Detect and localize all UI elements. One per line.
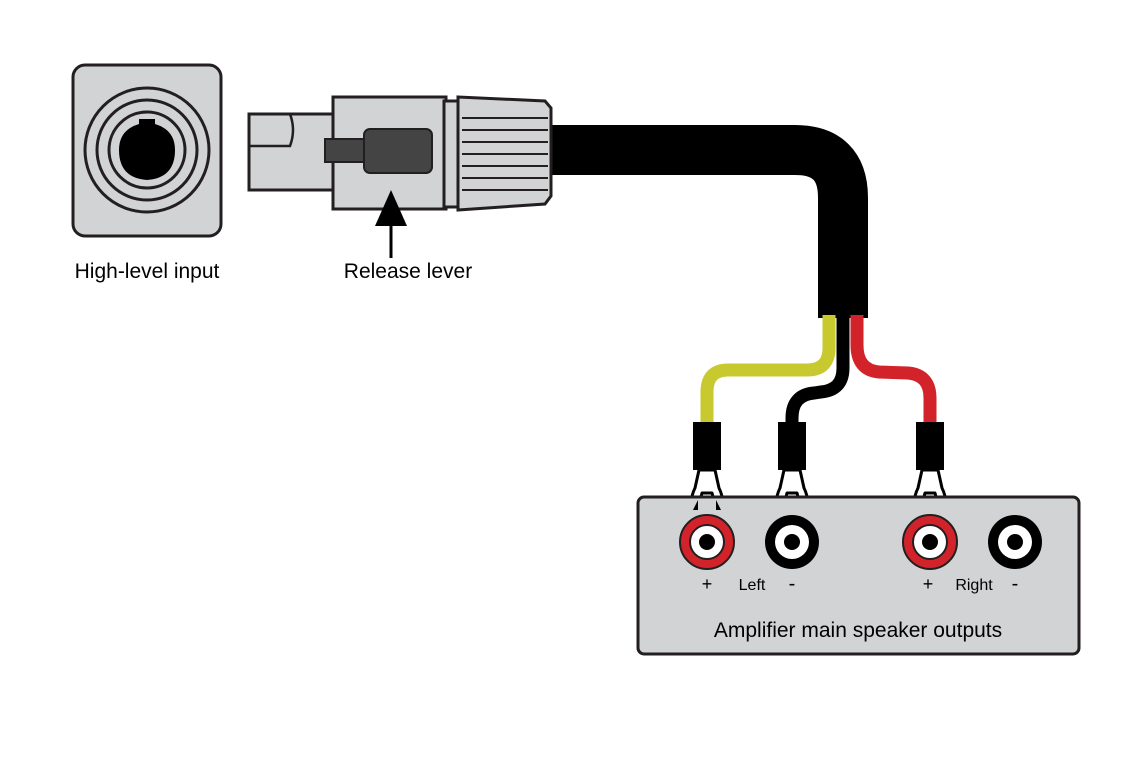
right-plus-terminal — [902, 514, 958, 570]
left-channel-label: Left — [739, 577, 766, 594]
wire-yellow — [700, 315, 836, 425]
left-minus-label: - — [789, 573, 796, 595]
release-lever — [324, 128, 433, 174]
right-minus-terminal — [988, 515, 1042, 569]
arrow-up-icon — [375, 190, 407, 258]
speaker-cable — [545, 125, 868, 318]
right-minus-label: - — [1012, 573, 1019, 595]
wire-red — [850, 315, 937, 425]
spade-lug-icon — [774, 422, 810, 510]
left-plus-label: + — [702, 574, 713, 594]
spade-lug-icon — [912, 422, 948, 510]
right-plus-label: + — [923, 574, 934, 594]
speakon-socket-icon — [71, 63, 223, 238]
spade-tips — [693, 500, 721, 510]
input-label: High-level input — [75, 260, 220, 283]
wire-black — [785, 315, 850, 425]
left-minus-terminal — [765, 515, 819, 569]
speakon-plug-icon — [247, 95, 553, 212]
amplifier-panel — [636, 495, 1081, 656]
right-channel-label: Right — [955, 577, 993, 594]
panel-title: Amplifier main speaker outputs — [714, 619, 1002, 642]
left-plus-terminal — [679, 514, 735, 570]
release-lever-label: Release lever — [344, 260, 472, 283]
spade-lug-icon — [689, 422, 725, 510]
